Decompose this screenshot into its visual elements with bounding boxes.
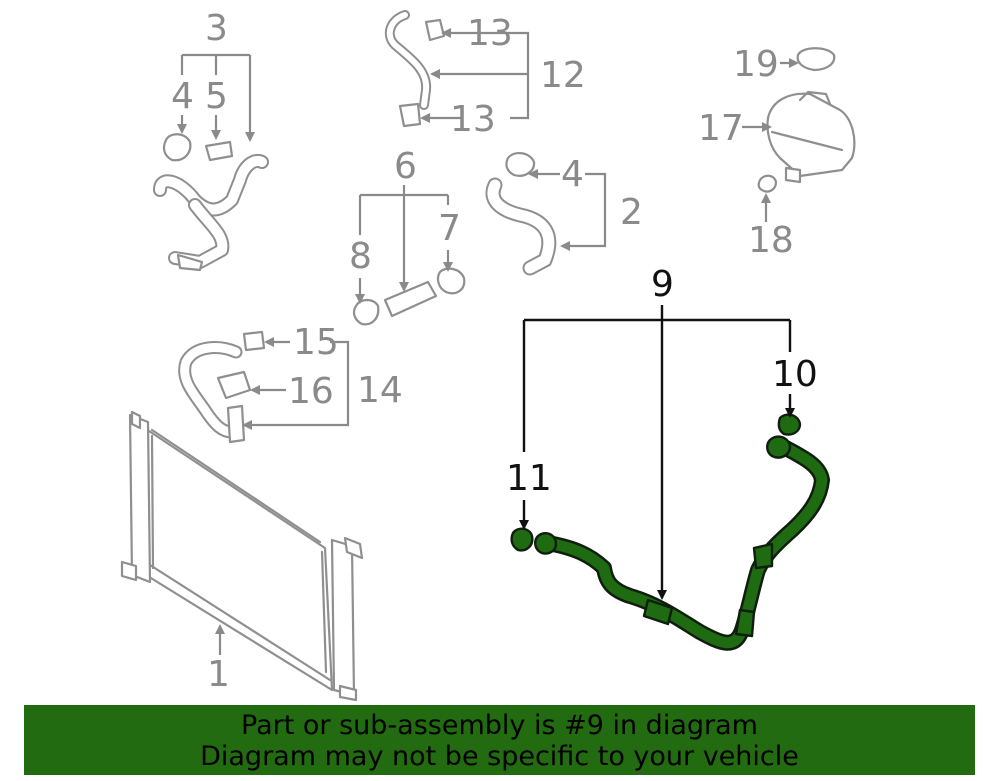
callout-9: 9	[651, 264, 674, 305]
hose-assembly-part-3[interactable]	[153, 53, 269, 272]
radiator-part-1[interactable]	[120, 410, 364, 702]
callout-14: 14	[357, 370, 403, 411]
info-banner: Part or sub-assembly is #9 in diagram Di…	[24, 705, 975, 775]
connector-part-6[interactable]	[352, 185, 466, 326]
callout-1: 1	[207, 654, 230, 695]
callout-19: 19	[733, 44, 779, 85]
callout-10: 10	[772, 354, 818, 395]
callout-11: 11	[506, 458, 552, 499]
callout-12: 12	[540, 55, 586, 96]
callout-5: 5	[205, 76, 228, 117]
callout-6: 6	[394, 146, 417, 187]
banner-line-1: Part or sub-assembly is #9 in diagram	[241, 710, 758, 741]
callout-4-right: 4	[561, 154, 584, 195]
coolant-reservoir-part-17[interactable]	[742, 47, 856, 222]
callout-13-top: 13	[467, 13, 513, 54]
hose-part-12[interactable]	[384, 10, 530, 128]
callout-16: 16	[288, 371, 334, 412]
callout-18: 18	[748, 220, 794, 261]
highlighted-hose-part-9[interactable]	[510, 305, 830, 651]
callout-15: 15	[293, 322, 339, 363]
callout-13-bottom: 13	[450, 99, 496, 140]
callout-3: 3	[205, 8, 228, 49]
hose-part-2[interactable]	[485, 152, 607, 276]
callout-4-left: 4	[171, 76, 194, 117]
callout-8: 8	[349, 236, 372, 277]
callout-2: 2	[620, 192, 643, 233]
callout-7: 7	[438, 208, 461, 249]
hose-part-14[interactable]	[178, 330, 350, 444]
banner-line-2: Diagram may not be specific to your vehi…	[200, 741, 799, 772]
callout-17: 17	[698, 108, 744, 149]
